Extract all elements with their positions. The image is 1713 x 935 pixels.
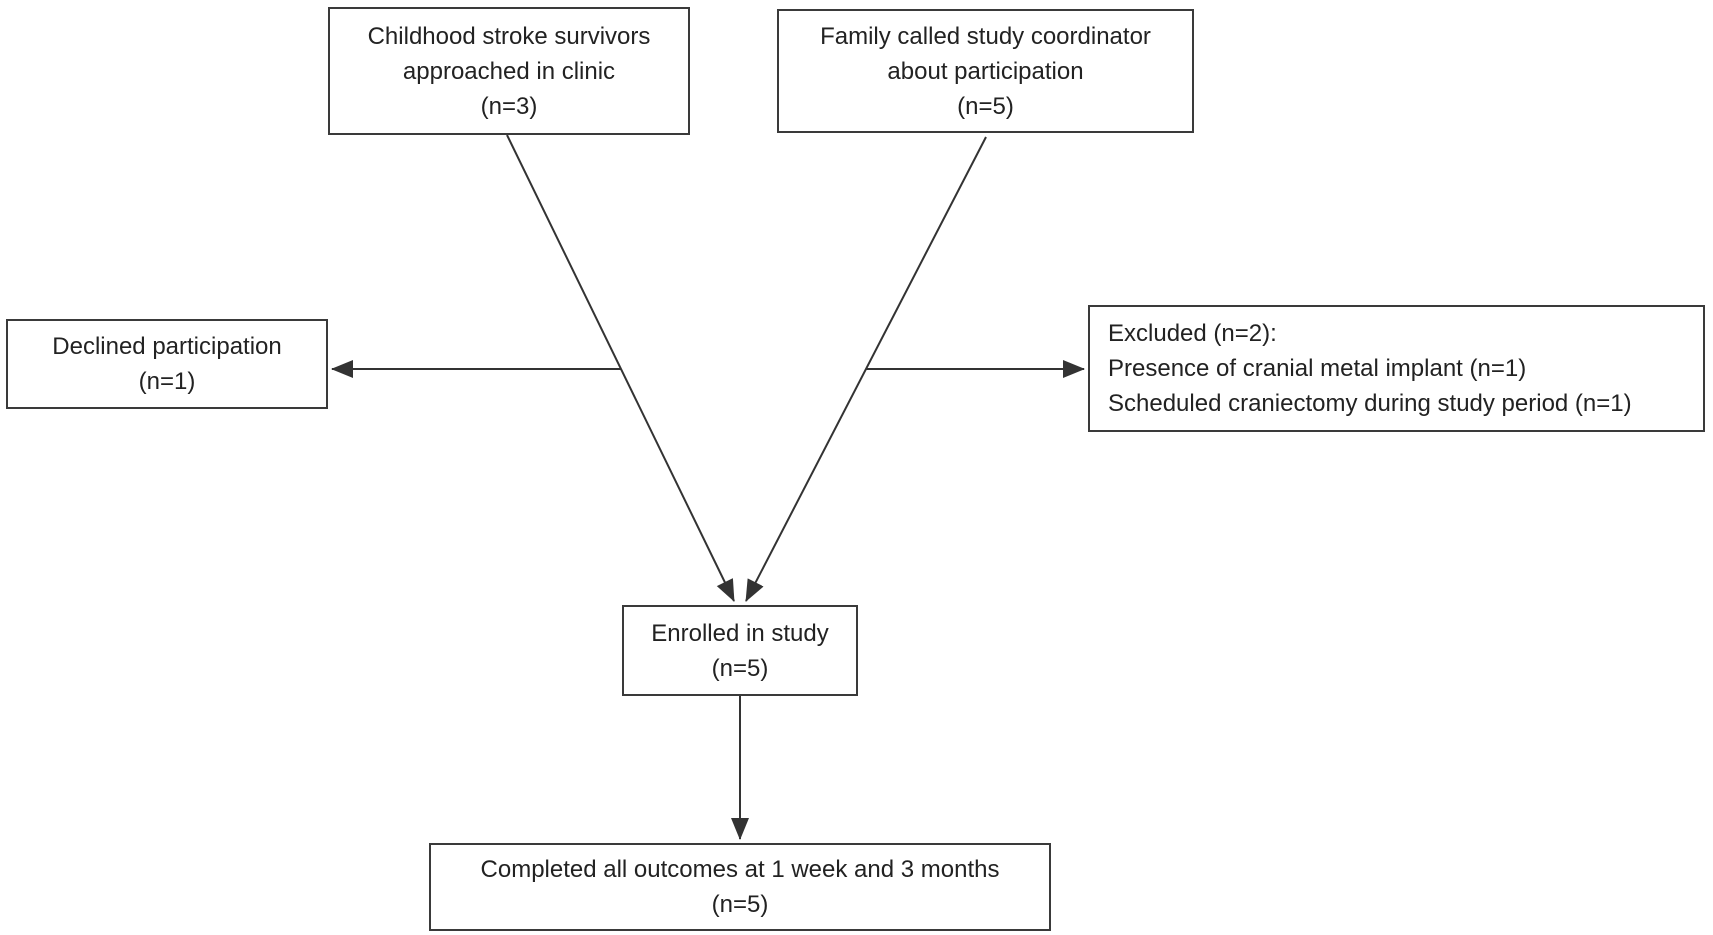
- box-text-line: Presence of cranial metal implant (n=1): [1108, 355, 1527, 382]
- flow-box-enrolled-in-study: Enrolled in study (n=5): [622, 605, 858, 696]
- box-count-line: (n=5): [957, 92, 1014, 120]
- box-count-line: (n=5): [711, 891, 769, 918]
- box-count-line: (n=3): [480, 92, 538, 120]
- box-count-line: (n=5): [711, 654, 769, 682]
- box-text-line: Scheduled craniectomy during study perio…: [1108, 390, 1632, 417]
- box-text-line: Childhood stroke survivors: [367, 22, 651, 50]
- flow-box-excluded: Excluded (n=2): Presence of cranial meta…: [1088, 305, 1705, 432]
- box-text-line: Completed all outcomes at 1 week and 3 m…: [480, 856, 1000, 883]
- box-text-line: Declined participation: [52, 333, 282, 360]
- box-text-line: Excluded (n=2):: [1108, 320, 1277, 347]
- box-text-line: approached in clinic: [402, 57, 616, 85]
- flow-box-family-called-coordinator: Family called study coordinator about pa…: [777, 9, 1194, 133]
- box-text-line: about participation: [887, 57, 1084, 85]
- flow-box-completed-all-outcomes: Completed all outcomes at 1 week and 3 m…: [429, 843, 1051, 931]
- flow-box-declined-participation: Declined participation (n=1): [6, 319, 328, 409]
- box-text-line: Family called study coordinator: [820, 22, 1151, 50]
- box-text-line: Enrolled in study: [651, 619, 829, 647]
- box-count-line: (n=1): [138, 368, 196, 395]
- flow-box-approached-in-clinic: Childhood stroke survivors approached in…: [328, 7, 690, 135]
